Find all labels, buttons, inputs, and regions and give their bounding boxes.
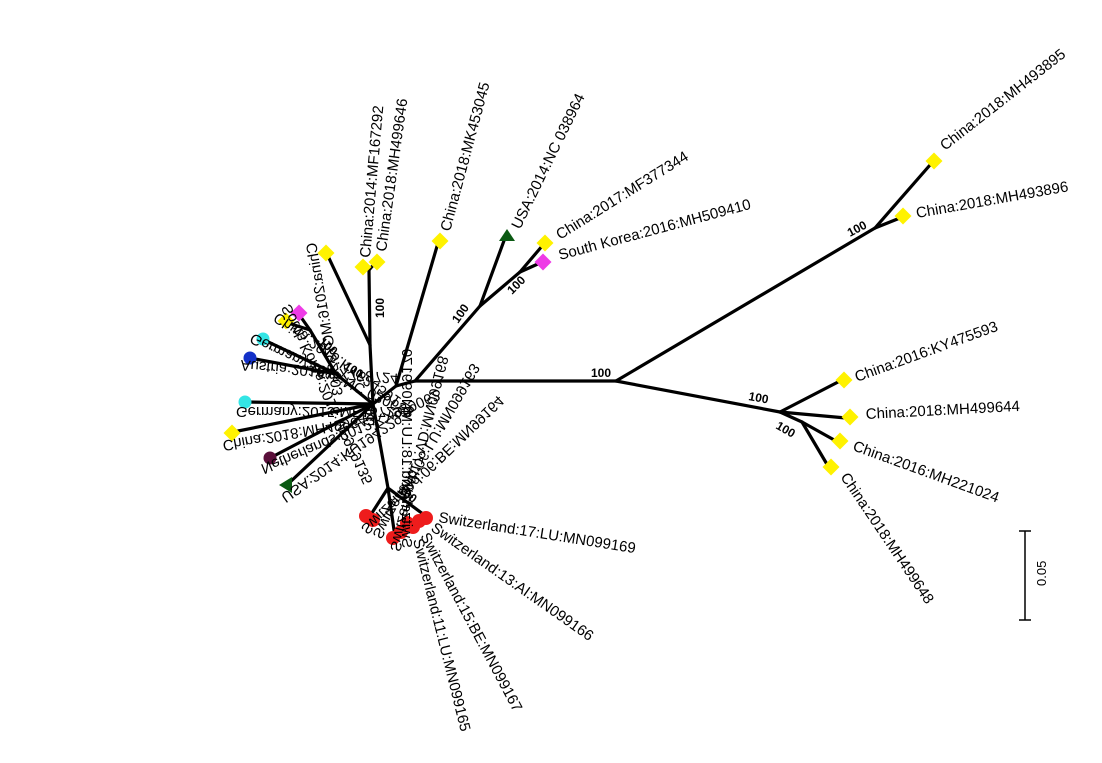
circle-marker — [243, 351, 257, 365]
diamond-marker — [841, 408, 859, 426]
bootstrap-value: 100 — [363, 402, 377, 422]
bootstrap-value: 100 — [774, 418, 799, 440]
triangle-marker — [499, 229, 515, 241]
scale-bar-label: 0.05 — [1034, 561, 1049, 586]
diamond-marker — [536, 234, 554, 252]
branch — [478, 270, 522, 308]
circle-marker — [238, 395, 252, 409]
diamond-marker — [822, 458, 840, 476]
circle-marker — [256, 332, 270, 346]
branch — [334, 372, 375, 406]
taxon-label: China:2018:MK453045 — [437, 80, 493, 233]
bootstrap-value: 100 — [373, 298, 387, 318]
taxon-label: Switzerland:18:LU:MN099170 — [398, 349, 415, 548]
branch — [518, 243, 545, 274]
triangle-marker — [279, 477, 292, 493]
taxon-label: China:2016:KY475593 — [853, 318, 1001, 386]
branch — [800, 420, 838, 443]
branch — [231, 402, 375, 434]
branch — [518, 261, 542, 274]
branch — [308, 328, 338, 376]
branch — [800, 420, 830, 468]
branch — [371, 402, 390, 490]
taxon-label: China:2018:MH499644 — [865, 398, 1020, 423]
branch — [394, 241, 440, 388]
bootstrap-value: 100 — [449, 301, 472, 326]
circle-marker — [263, 451, 277, 465]
branch — [262, 338, 338, 376]
diamond-marker — [831, 432, 849, 450]
circle-marker — [419, 511, 433, 525]
branch — [386, 486, 396, 532]
bootstrap-value: 100 — [504, 273, 528, 297]
branch — [368, 343, 375, 406]
branch — [286, 402, 375, 486]
bootstrap-value: 100 — [747, 389, 769, 406]
branch — [371, 384, 398, 406]
taxon-label: USA:2014:NC 038964 — [508, 91, 588, 232]
branch — [413, 304, 482, 383]
taxon-label: China:2018:MH493896 — [915, 178, 1070, 222]
branch — [478, 236, 507, 308]
diamond-marker — [431, 232, 449, 250]
scale-bar: 0.05 — [1019, 530, 1049, 621]
taxon-label: Germany:2015:MF167290 — [236, 403, 411, 420]
branch — [614, 226, 877, 383]
branch — [778, 379, 842, 414]
bootstrap-value: 100 — [591, 366, 611, 380]
branch — [386, 486, 429, 519]
branch — [368, 486, 390, 518]
branch — [268, 402, 375, 460]
branch — [244, 400, 375, 406]
taxon-label: South Korea:2016:MH509410 — [557, 196, 753, 264]
branch — [778, 410, 804, 424]
diamond-marker — [925, 152, 943, 170]
branch — [614, 379, 782, 414]
circle-marker — [366, 513, 380, 527]
branch — [367, 268, 372, 347]
taxon-label: China:2016:MH221024 — [851, 438, 1002, 507]
branch — [873, 216, 902, 230]
branch — [325, 252, 372, 347]
taxon-label: China:2018:MH493895 — [937, 46, 1069, 154]
branch — [778, 410, 848, 420]
taxon-label: China:2018:MH499648 — [837, 470, 937, 607]
branch — [873, 163, 932, 230]
branch — [394, 379, 417, 388]
diamond-marker — [894, 207, 912, 225]
diamond-marker — [835, 371, 853, 389]
bootstrap-value: 100 — [845, 218, 870, 240]
branch — [248, 356, 338, 376]
tip-labels: China:2018:MH493895 China:2018:MH493896 … — [221, 46, 1069, 733]
diamond-marker — [534, 253, 552, 271]
circle-marker — [400, 516, 414, 530]
